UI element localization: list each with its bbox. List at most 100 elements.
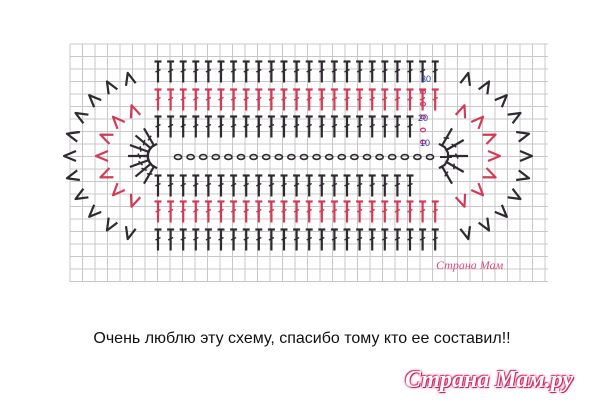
diagram-stroke [255,96,262,101]
diagram-stroke [306,123,313,128]
diagram-stroke [129,193,142,208]
diagram-stroke [134,162,152,178]
diagram-stroke [230,123,237,128]
increase-v-symbol [470,182,485,197]
diagram-stroke [519,149,534,163]
double-crochet-symbol [381,174,389,197]
double-crochet-symbol [204,228,212,251]
increase-v-symbol [487,149,502,163]
double-crochet-symbol [179,115,187,138]
increase-v-symbol [99,167,114,179]
double-crochet-symbol [154,115,162,138]
double-crochet-symbol [167,88,175,111]
diagram-stroke [167,236,174,241]
double-crochet-symbol [242,115,250,138]
diagram-stroke [293,68,300,73]
diagram-stroke [180,236,187,241]
diagram-stroke [356,236,363,241]
double-crochet-symbol [330,174,338,197]
diagram-stroke [180,123,187,128]
diagram-stroke [65,130,80,143]
diagram-stroke [205,236,212,241]
increase-v-symbol [470,115,485,130]
diagram-stroke [143,127,155,147]
diagram-stroke [137,153,142,159]
increase-v-symbol [478,80,491,95]
diagram-stroke [443,158,450,166]
diagram-stroke [268,68,275,73]
diagram-stroke [139,146,142,152]
double-crochet-symbol [167,174,175,197]
double-crochet-symbol [280,60,288,83]
diagram-stroke [432,68,439,73]
diagram-stroke [293,182,300,187]
diagram-stroke [451,143,457,148]
double-crochet-symbol [230,88,238,111]
diagram-stroke [180,96,187,101]
diagram-stroke [369,68,376,73]
diagram-stroke [306,68,313,73]
increase-v-symbol [454,104,467,119]
diagram-stroke [155,182,161,187]
double-crochet-symbol [242,174,250,197]
diagram-stroke [394,182,401,187]
diagram-stroke [281,182,287,187]
double-crochet-symbol [330,88,338,111]
diagram-stroke [487,149,502,163]
diagram-stroke [218,123,224,128]
double-crochet-symbol [154,228,162,251]
diagram-stroke [478,217,491,232]
double-crochet-symbol [154,200,162,223]
double-crochet-symbol [217,174,225,197]
diagram-stroke [331,123,338,128]
increase-v-symbol [482,167,497,179]
double-crochet-symbol [305,174,313,197]
double-crochet-symbol [280,200,288,223]
double-crochet-symbol [368,174,376,197]
double-crochet-symbol [217,115,225,138]
double-crochet-symbol [393,88,401,111]
double-crochet-symbol [305,115,313,138]
diagram-stroke [381,96,388,101]
diagram-stroke [268,123,275,128]
diagram-stroke [441,127,453,147]
diagram-stroke [205,123,212,128]
double-crochet-symbol [305,88,313,111]
double-crochet-symbol [192,88,200,111]
chain-stitch-symbol [236,153,246,161]
diagram-stroke [432,208,439,213]
double-crochet-symbol [293,228,301,251]
diagram-stroke [394,123,401,128]
double-crochet-symbol [154,60,162,83]
diagram-stroke [331,68,338,73]
double-crochet-symbol [406,174,414,197]
diagram-stroke [180,208,187,213]
double-crochet-symbol [280,174,288,197]
diagram-stroke [255,208,262,213]
chain-stitch-symbol [324,153,334,161]
diagram-stroke [482,133,497,145]
diagram-stroke [255,236,262,241]
double-crochet-symbol [143,127,158,149]
double-crochet-symbol [230,60,238,83]
double-crochet-symbol [368,228,376,251]
diagram-stroke [281,123,287,128]
double-crochet-symbol [154,174,162,197]
diagram-stroke [281,96,287,101]
increase-v-symbol [99,133,114,145]
double-crochet-symbol [293,174,301,197]
double-crochet-symbol [406,88,414,111]
diagram-stroke [243,96,250,101]
double-crochet-symbol [356,115,364,138]
site-logo: Страна Мам.ру [405,367,574,393]
double-crochet-symbol [242,88,250,111]
diagram-stroke [124,71,137,86]
chain-stitch-symbol [400,153,410,161]
increase-v-symbol [65,169,80,182]
diagram-stroke [268,236,275,241]
diagram-stroke [218,208,224,213]
double-crochet-symbol [343,60,351,83]
diagram-stroke [470,182,485,197]
double-crochet-symbol [406,200,414,223]
diagram-stroke [255,182,262,187]
